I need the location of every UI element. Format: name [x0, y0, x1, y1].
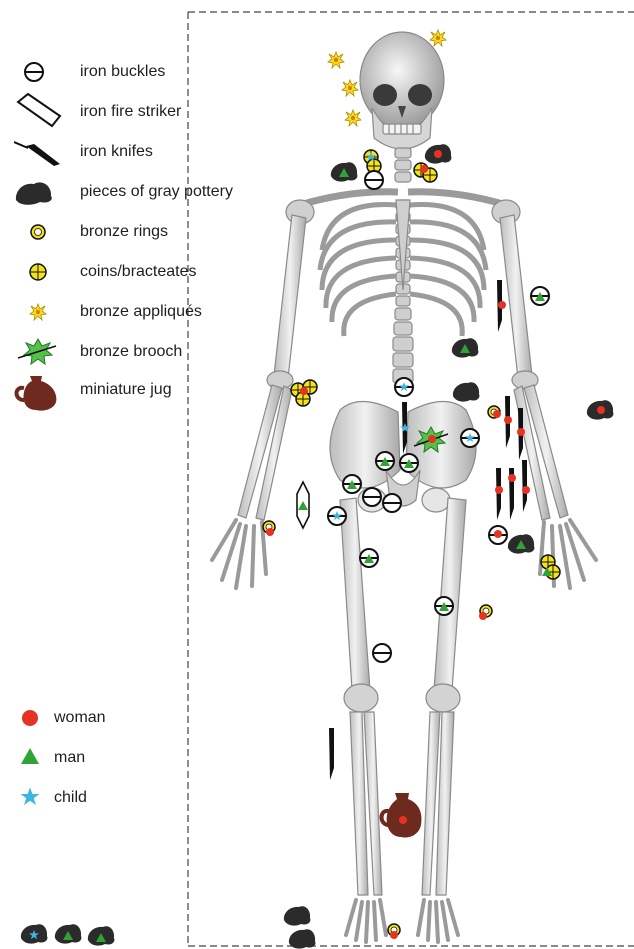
woman-marker: [494, 530, 502, 538]
knife-find: [496, 468, 501, 520]
ring-icon: [14, 214, 54, 250]
right-foot: [418, 900, 458, 942]
coin-icon: [14, 254, 54, 290]
legend-label: iron knifes: [80, 143, 153, 161]
woman-marker: [517, 428, 525, 436]
legend-label: pieces of gray pottery: [80, 183, 233, 201]
fire-striker-icon: [14, 90, 64, 130]
legend-label: bronze appliqués: [80, 303, 202, 321]
woman-marker: [420, 165, 428, 173]
left-hand: [212, 520, 266, 588]
pottery-icon: [14, 174, 58, 210]
woman-marker: [504, 416, 512, 424]
legend-item-child: child: [0, 780, 220, 816]
applique-find: [430, 30, 446, 46]
legend-item-fire-striker: iron fire striker: [0, 94, 260, 130]
legend-label: woman: [54, 709, 106, 727]
woman-marker: [428, 435, 436, 443]
legend-label: iron fire striker: [80, 103, 181, 121]
legend-item-brooch: bronze brooch: [0, 334, 260, 370]
applique-icon: [14, 294, 54, 330]
woman-marker: [495, 486, 503, 494]
applique-find: [328, 52, 344, 68]
buckle-find: [363, 488, 381, 506]
pottery-find: [284, 906, 311, 925]
woman-marker: [300, 387, 308, 395]
legend-label: bronze rings: [80, 223, 168, 241]
woman-marker: [434, 150, 442, 158]
legend-item-man: man: [0, 740, 220, 776]
woman-marker: [479, 612, 487, 620]
legend-item-appliques: bronze appliqués: [0, 294, 260, 330]
legend-item-woman: woman: [0, 700, 220, 736]
pottery-find: [289, 929, 316, 948]
legend-label: iron buckles: [80, 63, 165, 81]
jug-find: [382, 793, 422, 838]
knife-icon: [14, 134, 64, 170]
knife-find: [522, 460, 527, 512]
buckle-find: [383, 494, 401, 512]
woman-marker: [493, 410, 501, 418]
legend-item-pottery: pieces of gray pottery: [0, 174, 260, 210]
pottery-find: [453, 382, 480, 401]
woman-marker: [597, 406, 605, 414]
woman-dot-icon: [18, 704, 42, 728]
woman-marker: [522, 486, 530, 494]
applique-find: [342, 80, 358, 96]
legend-label: miniature jug: [80, 381, 172, 399]
legend-item-buckles: iron buckles: [0, 54, 260, 90]
left-foot: [346, 900, 386, 942]
applique-find: [345, 110, 361, 126]
legend-label: man: [54, 749, 85, 767]
fire-striker-find: [297, 482, 309, 528]
legend-label: child: [54, 789, 87, 807]
legend-label: coins/bracteates: [80, 263, 197, 281]
brooch-icon: [14, 334, 60, 370]
woman-marker: [390, 931, 398, 939]
jug-icon: [14, 372, 64, 412]
knife-find: [329, 728, 334, 780]
legend-item-coins: coins/bracteates: [0, 254, 260, 290]
buckle-icon: [14, 54, 54, 90]
woman-marker: [498, 301, 506, 309]
legend-item-rings: bronze rings: [0, 214, 260, 250]
man-triangle-icon: [18, 744, 42, 768]
child-star-icon: [18, 784, 42, 808]
buckle-find: [373, 644, 391, 662]
woman-marker: [508, 474, 516, 482]
woman-marker: [266, 528, 274, 536]
buckle-find: [365, 171, 383, 189]
legend-item-knifes: iron knifes: [0, 134, 260, 170]
legend-label: bronze brooch: [80, 343, 182, 361]
skull: [360, 32, 444, 149]
legend-item-jug: miniature jug: [0, 372, 260, 408]
